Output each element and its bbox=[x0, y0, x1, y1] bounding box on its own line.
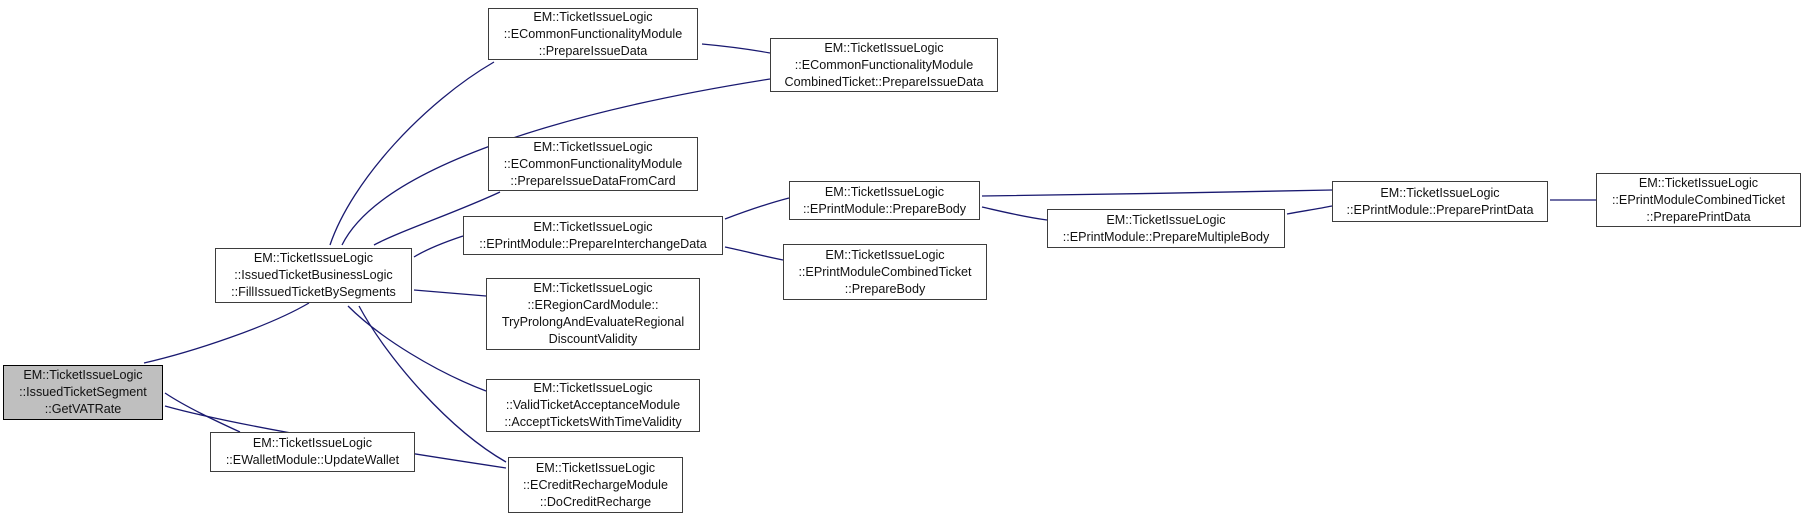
node-label-line: ::PreparePrintData bbox=[1646, 209, 1751, 224]
node-label-line: EM::TicketIssueLogic bbox=[535, 460, 656, 475]
node-label-line: ::EPrintModule::PreparePrintData bbox=[1346, 202, 1534, 217]
edge-combined-prepare-body-to-prepare-interchange-data bbox=[724, 246, 784, 261]
node-label-line: EM::TicketIssueLogic bbox=[1380, 185, 1500, 200]
node-label-line: ::EPrintModuleCombinedTicket bbox=[1611, 192, 1786, 207]
node-label-line: ::ValidTicketAcceptanceModule bbox=[505, 398, 681, 412]
graph-node-do-credit-recharge[interactable]: EM::TicketIssueLogic::ECreditRechargeMod… bbox=[508, 457, 683, 513]
node-label-line: ::FillIssuedTicketBySegments bbox=[231, 285, 396, 299]
edge-prepare-issue-data-from-card-to-fill-issued-ticket-by-segments bbox=[373, 191, 501, 246]
graph-node-combined-prepare-issue-data[interactable]: EM::TicketIssueLogic::ECommonFunctionali… bbox=[770, 38, 998, 92]
graph-node-prepare-body[interactable]: EM::TicketIssueLogic::EPrintModule::Prep… bbox=[789, 181, 980, 220]
graph-node-combined-prepare-print-data[interactable]: EM::TicketIssueLogic::EPrintModuleCombin… bbox=[1596, 173, 1801, 227]
node-label-line: CombinedTicket::PrepareIssueData bbox=[784, 74, 984, 89]
node-label-line: ::AcceptTicketsWithTimeValidity bbox=[504, 415, 682, 429]
edge-prepare-body-to-prepare-interchange-data bbox=[724, 197, 790, 220]
edge-do-credit-recharge-to-fill-issued-ticket-by-segments bbox=[358, 305, 507, 463]
edge-prepare-multiple-body-to-prepare-body bbox=[981, 206, 1048, 221]
edge-accept-tickets-with-time-validity-to-fill-issued-ticket-by-segments bbox=[347, 305, 487, 392]
edge-fill-issued-ticket-by-segments-to-get-vat-rate bbox=[143, 302, 310, 364]
graph-node-prepare-issue-data[interactable]: EM::TicketIssueLogic::ECommonFunctionali… bbox=[488, 8, 698, 60]
graph-node-prepare-interchange-data[interactable]: EM::TicketIssueLogic::EPrintModule::Prep… bbox=[463, 216, 723, 255]
edge-prepare-issue-data-to-fill-issued-ticket-by-segments bbox=[329, 61, 495, 246]
node-label-line: ::DoCreditRecharge bbox=[539, 494, 652, 509]
graph-node-prepare-issue-data-from-card[interactable]: EM::TicketIssueLogic::ECommonFunctionali… bbox=[488, 137, 698, 191]
node-label-line: ::ECommonFunctionalityModule bbox=[503, 26, 683, 41]
node-label-line: ::IssuedTicketSegment bbox=[19, 385, 147, 399]
node-label-line: ::ERegionCardModule:: bbox=[527, 298, 659, 312]
node-label-line: ::EPrintModule::PrepareInterchangeData bbox=[479, 236, 707, 251]
node-label-line: ::EPrintModuleCombinedTicket bbox=[798, 264, 972, 279]
node-label-line: EM::TicketIssueLogic bbox=[1638, 175, 1759, 190]
node-label-line: EM::TicketIssueLogic bbox=[533, 381, 653, 395]
node-label-line: EM::TicketIssueLogic bbox=[533, 219, 653, 234]
node-label-line: ::EPrintModule::PrepareMultipleBody bbox=[1062, 229, 1270, 244]
graph-node-prepare-print-data[interactable]: EM::TicketIssueLogic::EPrintModule::Prep… bbox=[1332, 181, 1548, 222]
graph-node-prepare-multiple-body[interactable]: EM::TicketIssueLogic::EPrintModule::Prep… bbox=[1047, 209, 1285, 248]
node-label-line: EM::TicketIssueLogic bbox=[825, 247, 945, 262]
node-label-line: ::IssuedTicketBusinessLogic bbox=[234, 268, 393, 282]
node-label-line: EM::TicketIssueLogic bbox=[1106, 212, 1226, 227]
edge-update-wallet-to-get-vat-rate bbox=[164, 392, 241, 433]
graph-node-combined-prepare-body[interactable]: EM::TicketIssueLogic::EPrintModuleCombin… bbox=[783, 244, 987, 300]
node-label-line: EM::TicketIssueLogic bbox=[824, 184, 945, 199]
edge-combined-prepare-issue-data-to-prepare-issue-data bbox=[701, 43, 771, 54]
graph-node-fill-issued-ticket-by-segments[interactable]: EM::TicketIssueLogic::IssuedTicketBusine… bbox=[215, 248, 412, 303]
node-label-line: ::PrepareBody bbox=[844, 281, 926, 296]
node-label-line: TryProlongAndEvaluateRegional bbox=[501, 315, 685, 329]
node-label-line: EM::TicketIssueLogic bbox=[533, 139, 653, 154]
graph-node-update-wallet[interactable]: EM::TicketIssueLogic::EWalletModule::Upd… bbox=[210, 432, 415, 472]
node-label-line: EM::TicketIssueLogic bbox=[824, 40, 944, 55]
node-label-line: ::PrepareIssueDataFromCard bbox=[510, 173, 676, 188]
graph-node-accept-tickets-with-time-validity[interactable]: EM::TicketIssueLogic::ValidTicketAccepta… bbox=[486, 379, 700, 432]
node-label-line: ::EPrintModule::PrepareBody bbox=[802, 201, 967, 216]
node-label-line: EM::TicketIssueLogic bbox=[253, 251, 374, 265]
edge-prepare-print-data-to-prepare-body bbox=[981, 189, 1333, 197]
node-label-line: DiscountValidity bbox=[548, 332, 638, 346]
node-label-line: EM::TicketIssueLogic bbox=[252, 436, 373, 450]
node-label-line: EM::TicketIssueLogic bbox=[533, 281, 653, 295]
graph-node-try-prolong-regional-discount[interactable]: EM::TicketIssueLogic::ERegionCardModule:… bbox=[486, 278, 700, 350]
node-label-line: ::GetVATRate bbox=[44, 402, 122, 416]
node-label-line: ::ECommonFunctionalityModule bbox=[503, 156, 683, 171]
edge-try-prolong-regional-discount-to-fill-issued-ticket-by-segments bbox=[413, 289, 487, 297]
node-label-line: EM::TicketIssueLogic bbox=[23, 368, 143, 382]
graph-node-get-vat-rate[interactable]: EM::TicketIssueLogic::IssuedTicketSegmen… bbox=[3, 365, 163, 420]
node-label-line: ::ECreditRechargeModule bbox=[523, 477, 668, 492]
node-label-line: ::ECommonFunctionalityModule bbox=[794, 57, 974, 72]
node-label-line: EM::TicketIssueLogic bbox=[533, 9, 653, 24]
edge-prepare-interchange-data-to-fill-issued-ticket-by-segments bbox=[413, 235, 464, 258]
edge-prepare-print-data-to-prepare-multiple-body bbox=[1286, 205, 1333, 215]
node-label-line: ::PrepareIssueData bbox=[538, 43, 648, 58]
node-label-line: ::EWalletModule::UpdateWallet bbox=[225, 453, 400, 467]
